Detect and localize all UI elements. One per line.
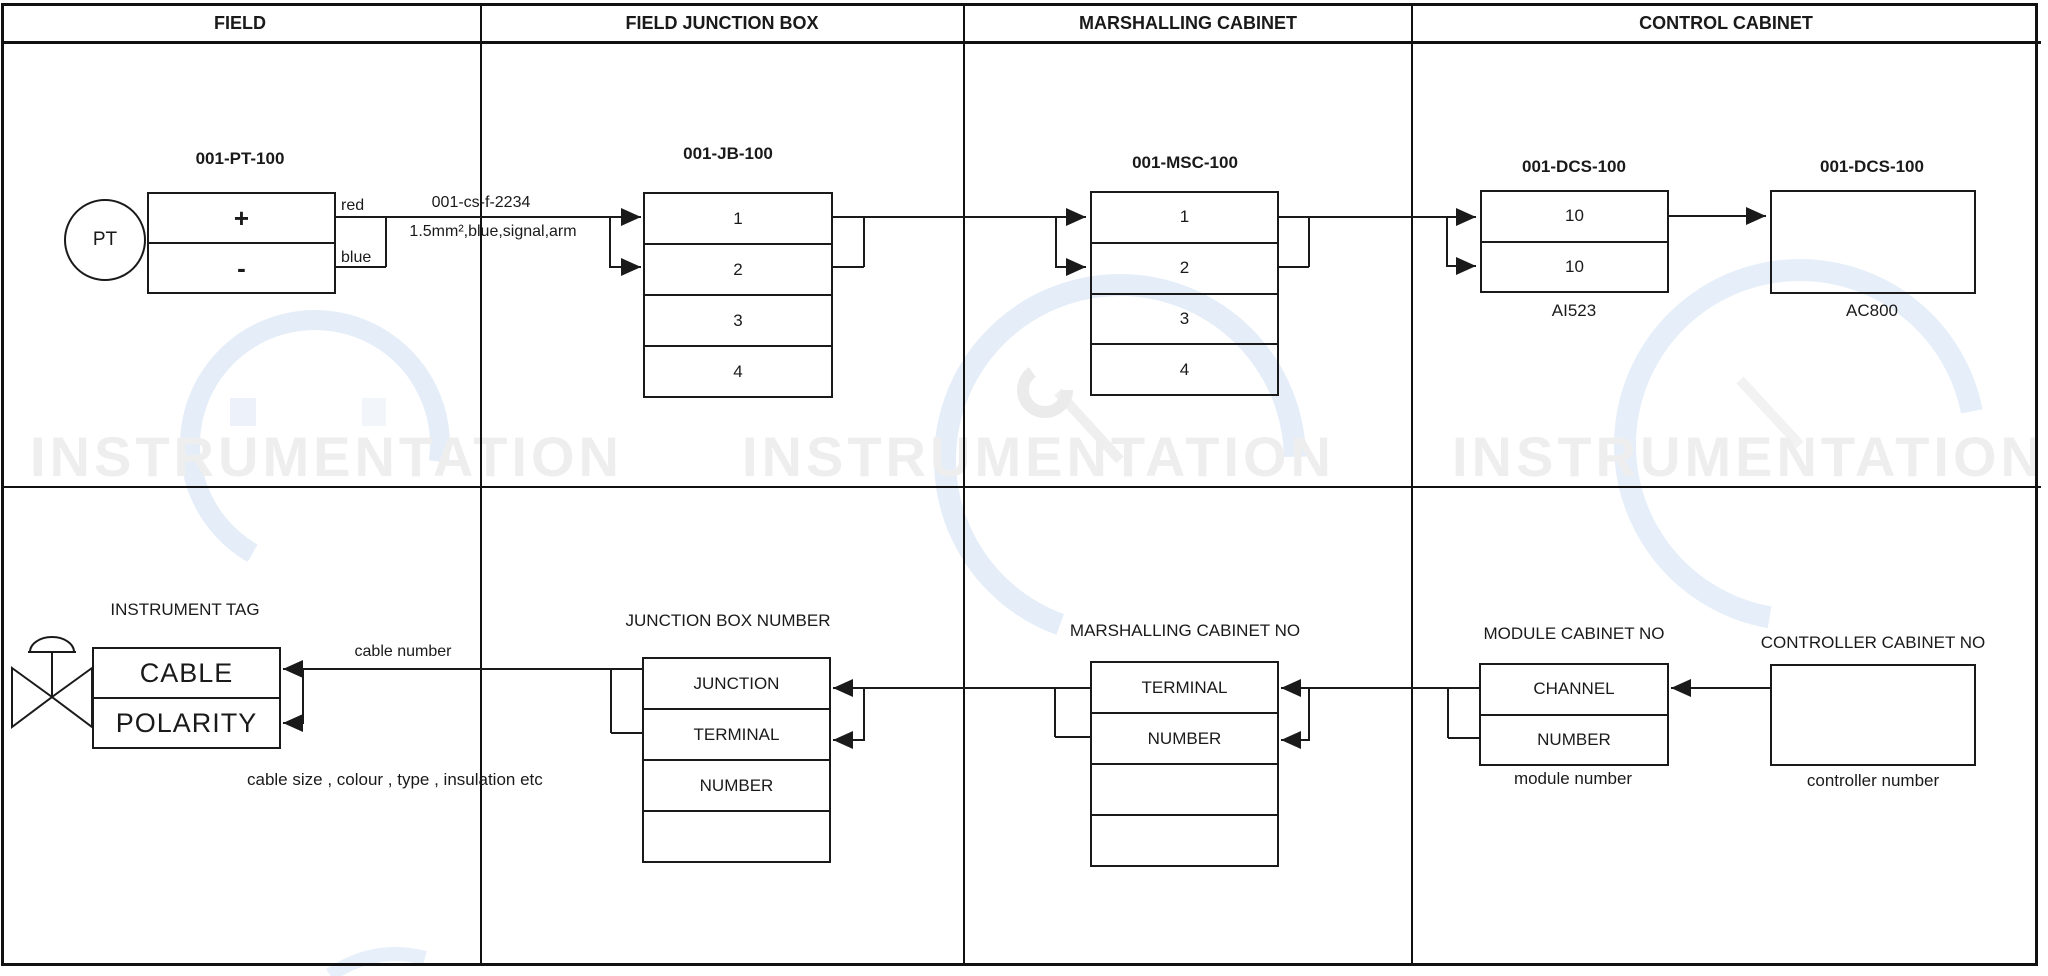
jb-terminal-4: 4 bbox=[645, 345, 831, 396]
junction-box-number-label: JUNCTION BOX NUMBER bbox=[625, 611, 831, 630]
module-cabinet-no-box: CHANNEL NUMBER bbox=[1479, 663, 1669, 766]
controller-box bbox=[1770, 190, 1976, 294]
dcs-channel-1: 10 bbox=[1565, 206, 1584, 226]
jb-terminal-2: 2 bbox=[645, 243, 831, 294]
mcn-row-terminal: TERMINAL bbox=[1141, 677, 1228, 697]
dcs-io-channels: 10 10 bbox=[1480, 190, 1669, 293]
marshalling-cabinet-no-label: MARSHALLING CABINET NO bbox=[1069, 621, 1301, 640]
jb-terminal-1: 1 bbox=[733, 208, 743, 228]
wire-jb-out-join bbox=[833, 217, 865, 268]
column-divider bbox=[1411, 3, 1413, 966]
wire-label-red: red bbox=[341, 197, 365, 214]
wire-msc-out-join bbox=[1279, 217, 1310, 268]
watermark-fragment bbox=[326, 947, 427, 976]
controller-cabinet-no-box bbox=[1770, 664, 1976, 766]
controller-box-empty bbox=[1772, 192, 1974, 292]
dcs-io-tag: 001-DCS-100 bbox=[1522, 157, 1626, 176]
instrument-bubble-icon bbox=[64, 199, 146, 281]
watermark-gauge-logo bbox=[180, 310, 450, 580]
watermark-text: INSTRUMENTATION bbox=[1452, 425, 2045, 488]
terminal-plus: + bbox=[233, 202, 250, 233]
marshalling-cabinet-no-box: TERMINAL NUMBER bbox=[1090, 661, 1279, 867]
legend-cable-row: CABLE bbox=[139, 657, 234, 688]
controller-cabinet-no-label: CONTROLLER CABINET NO bbox=[1760, 633, 1986, 652]
jbn-row-number: NUMBER bbox=[644, 759, 829, 810]
mcn-row-number: NUMBER bbox=[1092, 712, 1277, 763]
controller-no-box-empty bbox=[1772, 666, 1974, 764]
wire-branch-jbn-2 bbox=[833, 688, 865, 749]
watermark-gauge-logo bbox=[1613, 259, 1986, 631]
wire-blue-join bbox=[336, 217, 387, 268]
dcs-controller-tag: 001-DCS-100 bbox=[1820, 157, 1924, 176]
cable-spec-label: 1.5mm²,blue,signal,arm bbox=[409, 223, 577, 240]
table-outer-border bbox=[1, 3, 2038, 966]
watermark-text: INSTRUMENTATION bbox=[742, 425, 1335, 488]
jbn-row-empty bbox=[644, 810, 829, 861]
jbn-row-terminal: TERMINAL bbox=[644, 708, 829, 759]
watermark-text: INSTRUMENTATION bbox=[30, 425, 623, 488]
row-divider bbox=[1, 486, 2041, 488]
instrument-tag-label: INSTRUMENT TAG bbox=[110, 600, 260, 619]
marshalling-terminals: 1 2 3 4 bbox=[1090, 191, 1279, 396]
module-row-number: NUMBER bbox=[1481, 713, 1667, 765]
wire-branch-dcs-2 bbox=[1446, 217, 1476, 275]
jbn-row-junction: JUNCTION bbox=[693, 673, 780, 693]
header-field: FIELD bbox=[214, 13, 266, 33]
msc-terminal-1: 1 bbox=[1179, 207, 1190, 227]
transmitter-tag: 001-PT-100 bbox=[195, 149, 285, 168]
io-module-caption: AI523 bbox=[1551, 301, 1597, 320]
header-divider bbox=[1, 41, 2041, 44]
module-cabinet-no-label: MODULE CABINET NO bbox=[1483, 624, 1665, 643]
controller-caption: AC800 bbox=[1846, 301, 1898, 320]
wire-module-join bbox=[1447, 688, 1479, 739]
junction-box-terminals: 1 2 3 4 bbox=[643, 192, 833, 398]
column-divider bbox=[480, 3, 482, 966]
wire-branch-jb-2 bbox=[609, 217, 641, 276]
wire-jbn-join bbox=[610, 669, 642, 734]
transmitter-terminal-box: + - bbox=[147, 192, 336, 294]
cable-number-label: 001-cs-f-2234 bbox=[431, 194, 531, 211]
msc-terminal-3: 3 bbox=[1092, 292, 1277, 344]
cable-number-note: cable number bbox=[354, 643, 452, 660]
header-junction: FIELD JUNCTION BOX bbox=[625, 13, 819, 33]
module-number-caption: module number bbox=[1513, 769, 1633, 788]
header-marshalling: MARSHALLING CABINET bbox=[1079, 13, 1297, 33]
mcn-row-empty bbox=[1092, 814, 1277, 865]
cable-polarity-box: CABLE POLARITY bbox=[92, 647, 281, 749]
dcs-channel-2: 10 bbox=[1482, 240, 1667, 292]
instrument-bubble-label: PT bbox=[92, 229, 118, 250]
column-divider bbox=[963, 3, 965, 966]
control-valve-icon bbox=[11, 636, 93, 729]
wire-label-blue: blue bbox=[341, 249, 372, 266]
terminal-minus: - bbox=[149, 242, 334, 292]
cable-spec-note: cable size , colour , type , insulation … bbox=[247, 770, 543, 789]
wire-branch-msc-2 bbox=[1055, 217, 1086, 276]
wire-branch-mcn-2 bbox=[1281, 688, 1310, 749]
msc-terminal-4: 4 bbox=[1092, 343, 1277, 394]
wire-branch-polarity bbox=[283, 669, 304, 732]
marshalling-cabinet-tag: 001-MSC-100 bbox=[1132, 153, 1238, 172]
controller-number-caption: controller number bbox=[1806, 771, 1940, 790]
mcn-row-empty bbox=[1092, 763, 1277, 814]
wire-mcn-join bbox=[1054, 688, 1090, 738]
module-row-channel: CHANNEL bbox=[1533, 679, 1615, 699]
jb-terminal-3: 3 bbox=[645, 294, 831, 345]
msc-terminal-2: 2 bbox=[1092, 241, 1277, 293]
header-control: CONTROL CABINET bbox=[1639, 13, 1813, 33]
junction-box-tag: 001-JB-100 bbox=[683, 144, 773, 163]
legend-polarity-row: POLARITY bbox=[94, 697, 279, 747]
junction-box-number-box: JUNCTION TERMINAL NUMBER bbox=[642, 657, 831, 863]
